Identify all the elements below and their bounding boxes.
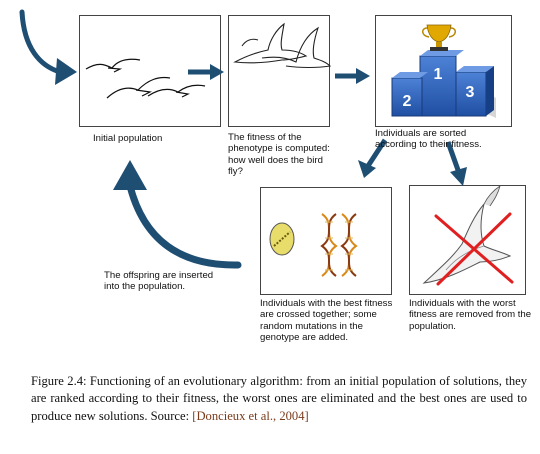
arrow-to-removal xyxy=(445,141,467,186)
egg-icon xyxy=(269,222,295,256)
return-arrow xyxy=(113,160,242,269)
flying-bird-icon xyxy=(233,22,332,69)
caption-crossover-mutation: Individuals with the best fitness are cr… xyxy=(260,298,393,344)
cross-icon xyxy=(434,212,514,286)
entry-arrow xyxy=(19,9,77,85)
trophy-icon xyxy=(422,24,456,51)
figure-caption: Figure 2.4: Functioning of an evolutiona… xyxy=(31,373,527,425)
caption-offspring-inserted: The offspring are inserted into the popu… xyxy=(104,270,214,293)
caption-worst-removed: Individuals with the worst fitness are r… xyxy=(409,298,532,332)
podium-icon xyxy=(391,50,496,118)
figure-source-citation[interactable]: [Doncieux et al., 2004] xyxy=(192,408,309,423)
dna-icon xyxy=(320,213,358,277)
podium-rank-1: 1 xyxy=(434,66,443,83)
arrow-to-fitness xyxy=(188,64,224,80)
arrow-to-crossover xyxy=(358,138,388,178)
caption-individuals-sorted: Individuals are sorted according to thei… xyxy=(375,128,482,151)
caption-fitness-computed: The fitness of the phenotype is computed… xyxy=(228,132,330,178)
caption-initial-population: Initial population xyxy=(93,133,163,144)
podium-rank-2: 2 xyxy=(403,93,412,110)
panel-fitness-computation xyxy=(228,15,330,127)
arrow-to-sorted xyxy=(335,68,370,84)
bird-icon xyxy=(85,58,206,99)
figure-caption-text: Figure 2.4: Functioning of an evolutiona… xyxy=(31,374,527,423)
podium-rank-3: 3 xyxy=(466,84,475,101)
